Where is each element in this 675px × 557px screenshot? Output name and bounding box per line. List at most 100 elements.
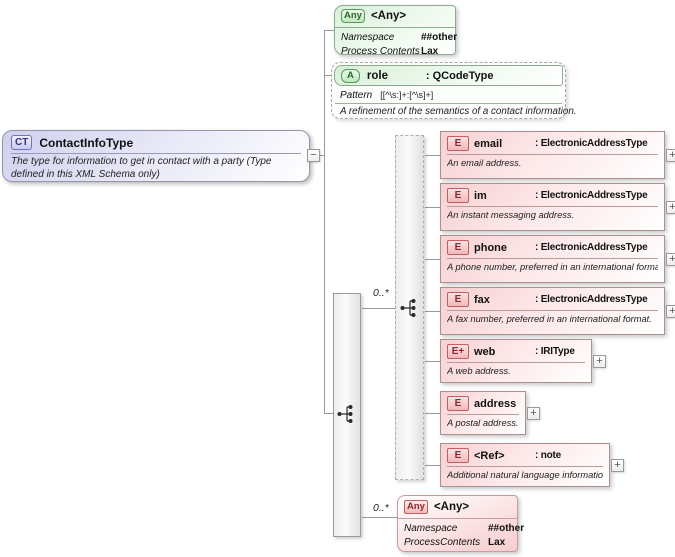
collapse-button[interactable]: − [307, 149, 320, 162]
element-type: : IRIType [535, 346, 575, 357]
element-wildcard-any[interactable]: Any <Any> Namespace ##other ProcessConte… [397, 495, 524, 552]
connector-line [425, 361, 440, 362]
element-name: email [474, 137, 503, 150]
element-description: A web address. [447, 366, 511, 376]
multiplicity-label: 0..* [373, 287, 389, 299]
element-name: web [474, 345, 496, 358]
attribute-type: : QCodeType [425, 69, 494, 82]
wildcard-header: Any <Any> [341, 9, 449, 23]
connector-line [325, 413, 339, 414]
divider [447, 206, 658, 207]
expand-button-web[interactable]: + [593, 355, 606, 368]
connector-line [425, 155, 440, 156]
property-value: Lax [421, 45, 439, 57]
complextype-contactinfotype[interactable]: CT ContactInfoType The type for informat… [2, 130, 310, 182]
wildcard-header: Any <Any> [404, 500, 511, 514]
element-badge: E [447, 448, 469, 463]
property-value: ##other [488, 523, 525, 534]
connector-line [425, 259, 440, 260]
property-row: Process Contents Lax [341, 45, 449, 59]
attribute-header: A role : QCodeType [334, 65, 563, 86]
complextype-description: The type for information to get in conta… [11, 156, 272, 180]
expand-button-im[interactable]: + [666, 201, 675, 214]
connector-line [320, 155, 324, 156]
connector-line [425, 465, 440, 466]
divider [447, 154, 658, 155]
element-badge: E [447, 136, 469, 151]
attribute-badge: A [341, 68, 360, 83]
complextype-title: ContactInfoType [39, 135, 134, 150]
connector-trunk-line [324, 30, 325, 414]
connector-line [425, 413, 440, 414]
connector-line [324, 75, 331, 76]
element-address[interactable]: E address A postal address. [440, 391, 526, 435]
attribute-wildcard-any[interactable]: Any <Any> Namespace ##other Process Cont… [334, 5, 457, 57]
connector-line [425, 207, 440, 208]
expand-button-address[interactable]: + [527, 407, 540, 420]
element-description: A phone number, preferred in an internat… [447, 262, 658, 272]
property-label: Process Contents [341, 45, 420, 57]
pattern-row: Pattern [[^\s:]+:[^\s]+] [332, 88, 565, 102]
divider [335, 103, 562, 104]
property-row: Namespace ##other [404, 522, 524, 536]
element-name: address [474, 397, 517, 410]
divider [447, 310, 658, 311]
expand-button-email[interactable]: + [666, 149, 675, 162]
element-fax[interactable]: E fax : ElectronicAddressType A fax numb… [440, 287, 665, 335]
divider [447, 258, 658, 259]
complextype-header: CT ContactInfoType [11, 135, 301, 150]
element-type: : ElectronicAddressType [535, 138, 648, 149]
connector-line [425, 311, 440, 312]
element-name: fax [474, 293, 490, 306]
property-value: ##other [421, 32, 458, 43]
pattern-value: [[^\s:]+:[^\s]+] [380, 90, 434, 100]
element-description: An instant messaging address. [447, 210, 575, 220]
element-description: A fax number, preferred in an internatio… [447, 314, 652, 324]
element-web[interactable]: E+ web : IRIType A web address. [440, 339, 592, 383]
property-label: Namespace [404, 523, 458, 534]
attribute-description: A refinement of the semantics of a conta… [340, 106, 577, 117]
element-badge: E [447, 240, 469, 255]
element-badge: E+ [447, 344, 469, 359]
element-description: An email address. [447, 158, 522, 168]
element-description: Additional natural language information. [447, 470, 603, 480]
element-description: A postal address. [447, 418, 519, 428]
property-row: Namespace ##other [341, 31, 457, 45]
divider [11, 153, 301, 154]
element-name: <Ref> [474, 449, 505, 462]
element-email[interactable]: E email : ElectronicAddressType An email… [440, 131, 665, 179]
pattern-label: Pattern [340, 90, 373, 101]
element-im[interactable]: E im : ElectronicAddressType An instant … [440, 183, 665, 231]
sequence-icon [337, 405, 353, 423]
any-badge: Any [341, 9, 365, 23]
property-value: Lax [488, 536, 506, 548]
property-label: Namespace [341, 32, 395, 43]
divider [447, 362, 585, 363]
wildcard-title: <Any> [433, 501, 470, 513]
multiplicity-label: 0..* [373, 502, 389, 514]
attribute-name: role [366, 69, 388, 82]
element-badge: E [447, 396, 469, 411]
sequence-icon [400, 299, 416, 317]
property-row: ProcessContents Lax [404, 536, 511, 550]
divider [398, 518, 517, 519]
complextype-badge: CT [11, 135, 33, 150]
expand-button-fax[interactable]: + [666, 305, 675, 318]
element-ref[interactable]: E <Ref> : note Additional natural langua… [440, 443, 610, 487]
divider [447, 466, 603, 467]
element-type: : ElectronicAddressType [535, 190, 648, 201]
divider [447, 414, 519, 415]
expand-button-phone[interactable]: + [666, 253, 675, 266]
divider [335, 27, 455, 28]
wildcard-title: <Any> [370, 10, 407, 22]
element-name: im [474, 189, 487, 202]
element-badge: E [447, 292, 469, 307]
property-label: ProcessContents [404, 536, 481, 548]
element-name: phone [474, 241, 507, 254]
element-phone[interactable]: E phone : ElectronicAddressType A phone … [440, 235, 665, 283]
attribute-role[interactable]: A role : QCodeType Pattern [[^\s:]+:[^\s… [331, 62, 577, 119]
expand-button-ref[interactable]: + [611, 459, 624, 472]
element-type: : note [535, 450, 562, 461]
any-badge: Any [404, 500, 428, 514]
